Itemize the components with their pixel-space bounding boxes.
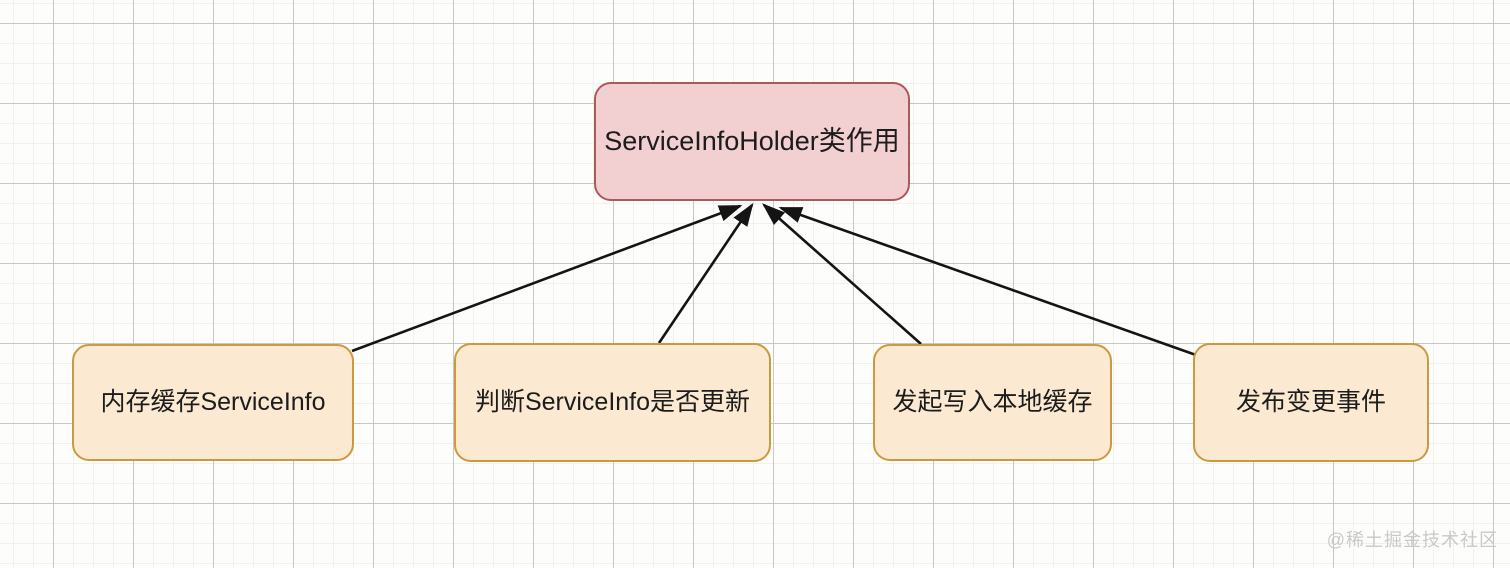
node-publish-event-label: 发布变更事件: [1235, 387, 1386, 416]
watermark: @稀土掘金技术社区: [1326, 530, 1498, 550]
node-memory-cache-label: 内存缓存ServiceInfo: [100, 387, 326, 416]
node-serviceinfoholder-root: ServiceInfoHolder类作用: [594, 82, 910, 201]
node-serviceinfoholder-root-label: ServiceInfoHolder类作用: [604, 125, 900, 156]
node-write-local-cache-label: 发起写入本地缓存: [892, 387, 1093, 416]
node-write-local-cache: 发起写入本地缓存: [873, 344, 1112, 461]
node-check-update-label: 判断ServiceInfo是否更新: [474, 387, 751, 416]
node-check-update: 判断ServiceInfo是否更新: [454, 343, 771, 462]
arrow-publish-event-to-root: [778, 206, 1197, 357]
arrow-write-local-cache-to-root: [762, 203, 922, 345]
arrow-memory-cache-to-root: [351, 204, 743, 353]
arrow-check-update-to-root: [657, 202, 754, 344]
node-publish-event: 发布变更事件: [1193, 343, 1429, 462]
node-memory-cache: 内存缓存ServiceInfo: [72, 344, 354, 461]
